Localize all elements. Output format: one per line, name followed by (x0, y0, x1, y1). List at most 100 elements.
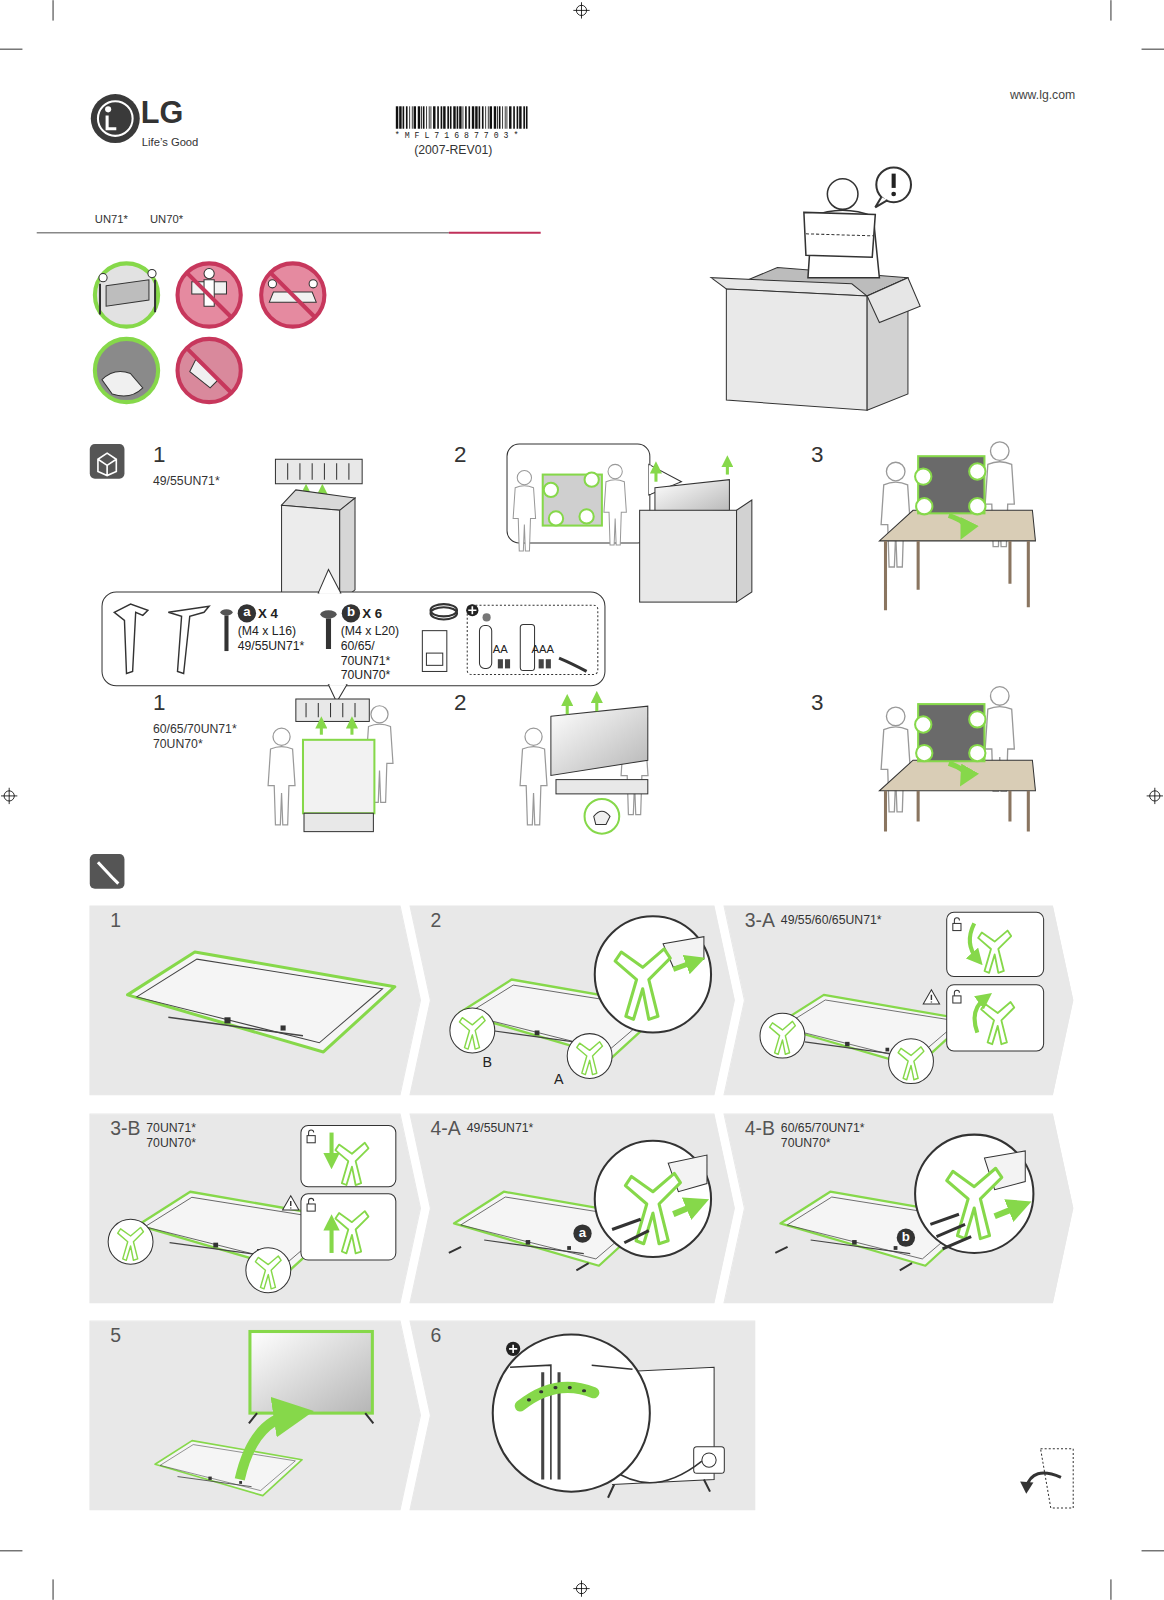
header-rule (449, 232, 541, 234)
slogan: Life’s Good (142, 136, 199, 149)
step-number: 1 (153, 690, 165, 717)
lock-leg (947, 912, 1044, 976)
panel-outline (410, 1114, 734, 1303)
step-panel (724, 906, 1073, 1095)
parts-box-frame (318, 569, 340, 592)
barcode (517, 106, 519, 128)
barcode-number: *MFL71687703* (395, 131, 524, 141)
open-box (640, 461, 752, 602)
lock-leg (246, 1248, 291, 1293)
barcode (487, 106, 489, 128)
open-box (726, 461, 729, 474)
table-scene (879, 687, 1035, 832)
caution-scene (875, 197, 887, 207)
accessories (479, 626, 491, 669)
caution-scene (711, 168, 920, 411)
lg-logo (107, 115, 116, 128)
unpack-box-large (320, 722, 323, 734)
dont-icon (178, 263, 241, 326)
barcode (462, 106, 464, 128)
barcode (450, 106, 452, 128)
unpack-icon (98, 453, 116, 475)
crop-mark (0, 1550, 22, 1551)
accessories (431, 604, 458, 616)
barcode (414, 106, 416, 128)
step-number: 3 (811, 690, 823, 717)
lock-leg (307, 1198, 315, 1211)
parts-box-frame (102, 592, 605, 686)
step-heading: 3-B70UN71* 70UN70* (90, 1114, 421, 1150)
barcode (447, 106, 449, 128)
fasten-screw (995, 1206, 1021, 1216)
barcode (504, 106, 506, 128)
lock-leg (923, 990, 939, 1004)
attach-leg (663, 937, 704, 968)
screw (224, 615, 228, 651)
panel-outline (90, 1321, 421, 1510)
panel-outline (724, 906, 1073, 1095)
caution-scene (891, 192, 896, 197)
lg-logo (91, 94, 140, 143)
lift-tv (595, 697, 598, 711)
lock-leg (947, 985, 1044, 1051)
stand-tv-up (240, 1414, 294, 1479)
accessories (466, 604, 478, 616)
fasten-screw (897, 1228, 915, 1246)
open-box (640, 510, 737, 602)
stand-tv-up (155, 1441, 302, 1496)
barcode (418, 106, 420, 128)
table-scene (969, 745, 985, 761)
model-note: 60/65/70UN71* 70UN70* (781, 1121, 887, 1150)
step-panel (90, 1114, 421, 1303)
barcode (479, 106, 481, 128)
revision: (2007-REV01) (414, 143, 492, 158)
step-panel: 4-A49/55UN71* (410, 1114, 734, 1303)
table-scene (915, 468, 931, 484)
attach-leg (673, 961, 695, 969)
unpack-box-large (306, 703, 355, 717)
lock-leg (970, 923, 977, 959)
panel-outline (90, 1114, 421, 1303)
barcode (472, 106, 474, 128)
header-rule (37, 232, 541, 233)
battery-type: AA (493, 643, 508, 656)
part-letter: a (238, 604, 256, 620)
barcode (399, 106, 401, 128)
step-number: 1 (110, 909, 121, 932)
unpack-icon (90, 444, 125, 479)
open-box (737, 500, 752, 602)
lift-tv (520, 697, 648, 834)
stand-leg (114, 604, 209, 673)
unpack-box-large (268, 728, 295, 825)
barcode (443, 106, 445, 128)
registration-mark (1147, 788, 1163, 804)
step-panel: 1 (90, 906, 421, 1095)
step-heading: 3-A49/55/60/65UN71* (724, 906, 1073, 932)
lock-leg (760, 912, 1044, 1083)
barcode (428, 106, 430, 128)
brand-name: LG (141, 94, 184, 131)
lock-leg (981, 1002, 1014, 1044)
model-note: 49/55UN71* (467, 1121, 534, 1136)
lock-leg (307, 1130, 315, 1143)
barcode (506, 106, 508, 128)
fasten-screw (915, 1135, 1033, 1253)
barcode (465, 106, 467, 128)
accessories (468, 606, 476, 614)
lift-tv (556, 780, 648, 794)
panel-outline (410, 906, 734, 1095)
barcode (526, 106, 528, 128)
quantity: X 4 (258, 606, 278, 622)
caution-scene (726, 289, 867, 410)
fasten-screw (612, 1219, 641, 1229)
crop-mark (1110, 1579, 1111, 1599)
fasten-screw (573, 1224, 591, 1242)
dont-icon (178, 339, 241, 402)
step-number: 6 (430, 1324, 441, 1347)
dont-icon (261, 263, 324, 326)
cable-management (702, 1453, 716, 1467)
unpack-box-large (268, 699, 393, 832)
do-icon (95, 339, 158, 402)
